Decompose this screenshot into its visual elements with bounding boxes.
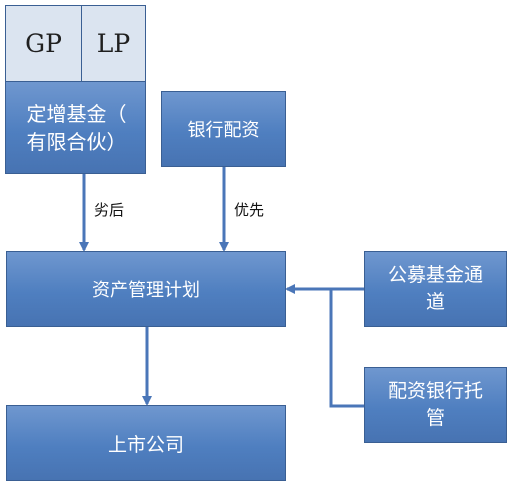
custody-label: 配资银行托 管 — [387, 380, 483, 429]
lp-label: LP — [96, 29, 131, 58]
gp-cell: GP — [5, 5, 82, 82]
bank-funding-label: 银行配资 — [187, 120, 260, 141]
custody-connector — [329, 289, 364, 408]
priority-label: 优先 — [234, 201, 265, 219]
listed-company-box: 上市公司 — [6, 405, 286, 481]
public-fund-box: 公募基金通 道 — [364, 251, 507, 327]
bank-funding-box: 银行配资 — [161, 91, 286, 167]
custody-box: 配资银行托 管 — [364, 367, 507, 443]
lp-cell: LP — [81, 5, 146, 82]
public-fund-label: 公募基金通 道 — [387, 264, 483, 313]
gp-label: GP — [25, 29, 62, 58]
asset-plan-label: 资产管理计划 — [92, 280, 200, 301]
fund-label: 定增基金（ 有限合伙） — [26, 101, 127, 154]
asset-plan-box: 资产管理计划 — [6, 251, 286, 327]
listed-company-label: 上市公司 — [107, 433, 184, 456]
fund-box: 定增基金（ 有限合伙） — [5, 81, 146, 174]
inferior-label: 劣后 — [94, 201, 125, 219]
